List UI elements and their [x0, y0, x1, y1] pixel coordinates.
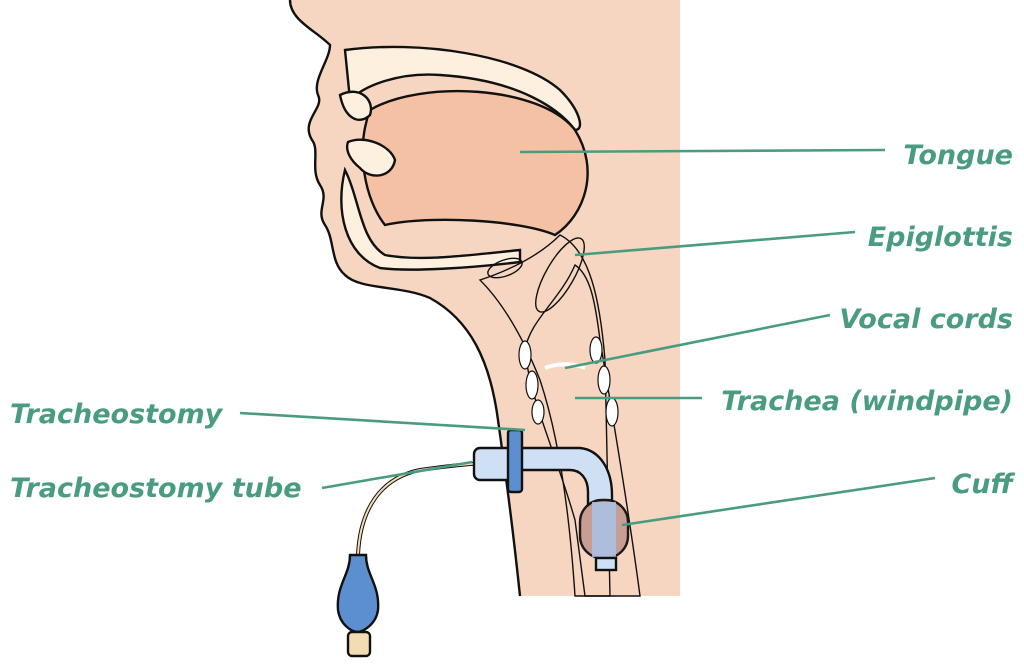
label-tracheostomy: Tracheostomy: [10, 399, 224, 430]
hyoid-bone: [487, 257, 523, 279]
cartilage-rings: [518, 336, 619, 427]
jaw-bone: [340, 166, 522, 271]
leader-tracheostomy: [239, 411, 526, 432]
trachea: [524, 263, 641, 597]
tube-flange: [506, 428, 524, 494]
upper-teeth: [338, 90, 373, 121]
leader-tongue: [519, 148, 886, 154]
label-epiglottis: Epiglottis: [868, 222, 1013, 253]
leader-vocal-cords: [564, 313, 831, 370]
label-cuff: Cuff: [951, 469, 1015, 500]
vocal-cords: [544, 362, 586, 370]
label-trachea: Trachea (windpipe): [721, 386, 1013, 417]
leader-tracheostomy-tube: [321, 460, 473, 490]
leader-cuff: [621, 476, 936, 527]
face-profile-outline: [288, 0, 522, 597]
leader-lines: [239, 148, 936, 527]
lower-teeth: [346, 138, 397, 177]
pilot-valve: [346, 630, 372, 658]
pilot-balloon: [336, 553, 380, 634]
tongue: [361, 89, 589, 237]
tube-tip: [594, 556, 618, 572]
label-tongue: Tongue: [903, 140, 1013, 171]
epiglottis: [535, 237, 585, 313]
label-tracheostomy-tube: Tracheostomy tube: [10, 473, 302, 504]
leader-epiglottis: [574, 230, 856, 257]
label-vocal-cords: Vocal cords: [839, 304, 1013, 335]
